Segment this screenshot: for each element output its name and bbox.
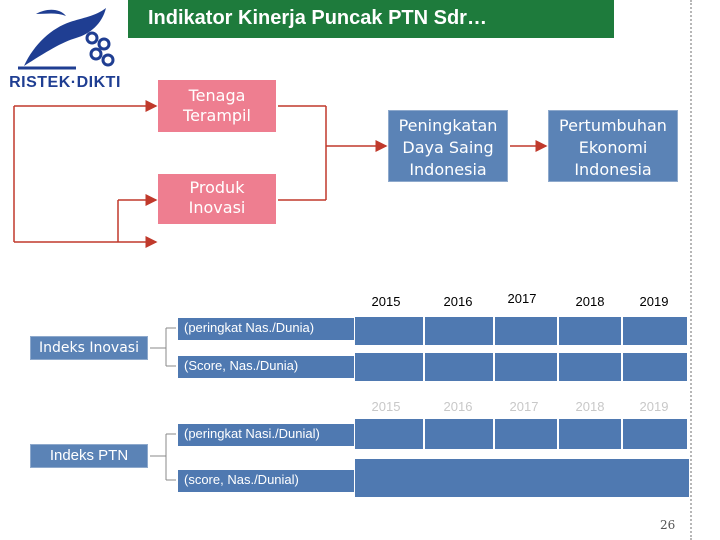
ristekdikti-logo [6,4,126,96]
year-header: 2015 [371,294,401,309]
table-cell [494,316,558,346]
table-cell [494,418,558,450]
row-label-peringkat: (peringkat Nas./Dunia) [178,318,354,340]
page-title: Indikator Kinerja Puncak PTN Sdr… [128,0,614,38]
table-cell [558,316,622,346]
table-cell [622,316,688,346]
row-label-score: (score, Nas./Dunial) [178,470,354,492]
year-header: 2017 [507,291,537,306]
year-header: 2016 [443,399,473,414]
table-cell [424,352,494,382]
year-header: 2018 [575,399,605,414]
table-cell [494,352,558,382]
label-indeks-ptn: Indeks PTN [30,444,148,468]
box-tenaga-terampil: Tenaga Terampil [158,80,276,132]
table-cell [354,418,424,450]
box-pertumbuhan-ekonomi: Pertumbuhan Ekonomi Indonesia [548,110,678,182]
page-number: 26 [660,518,676,532]
table-cell [354,352,424,382]
row-label-score: (Score, Nas./Dunia) [178,356,354,378]
slide-frame [690,0,720,540]
box-produk-inovasi: Produk Inovasi [158,174,276,224]
year-header: 2017 [509,399,539,414]
year-header: 2019 [639,294,669,309]
year-header: 2015 [371,399,401,414]
table-cell [558,352,622,382]
box-daya-saing: Peningkatan Daya Saing Indonesia [388,110,508,182]
table-cell [354,458,690,498]
logo-text: RISTEK·DIKTI [9,74,121,91]
table-cell [622,352,688,382]
table-cell [424,316,494,346]
year-header: 2018 [575,294,605,309]
table-cell [622,418,688,450]
table-cell [354,316,424,346]
year-header: 2019 [639,399,669,414]
label-indeks-inovasi: Indeks Inovasi [30,336,148,360]
table-cell [558,418,622,450]
row-label-peringkat: (peringkat Nasi./Dunial) [178,424,354,446]
year-header: 2016 [443,294,473,309]
table-cell [424,418,494,450]
